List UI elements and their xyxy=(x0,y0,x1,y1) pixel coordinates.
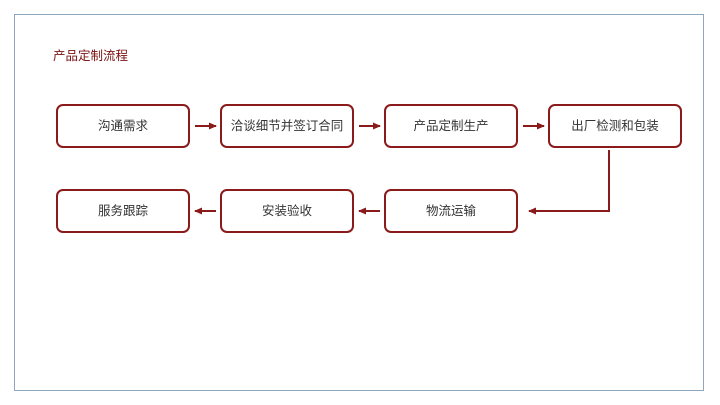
step-node-s5: 物流运输 xyxy=(384,189,518,233)
step-node-s3: 产品定制生产 xyxy=(384,104,518,148)
connectors xyxy=(194,122,610,215)
step-label: 出厂检测和包装 xyxy=(571,118,659,133)
step-label: 物流运输 xyxy=(426,203,477,218)
step-box xyxy=(56,189,190,233)
step-label: 产品定制生产 xyxy=(413,118,488,133)
step-node-s7: 服务跟踪 xyxy=(56,189,190,233)
step-node-s6: 安装验收 xyxy=(220,189,354,233)
page-title: 产品定制流程 xyxy=(53,48,129,63)
step-box xyxy=(384,189,518,233)
step-node-s1: 沟通需求 xyxy=(56,104,190,148)
step-box xyxy=(56,104,190,148)
step-label: 沟通需求 xyxy=(98,118,149,133)
step-box xyxy=(384,104,518,148)
step-label: 洽谈细节并签订合同 xyxy=(231,118,344,133)
step-node-s4: 出厂检测和包装 xyxy=(548,104,682,148)
step-label: 安装验收 xyxy=(262,203,313,218)
step-label: 服务跟踪 xyxy=(98,203,149,218)
step-box xyxy=(548,104,682,148)
step-node-s2: 洽谈细节并签订合同 xyxy=(220,104,354,148)
step-box xyxy=(220,104,354,148)
step-box xyxy=(220,189,354,233)
connector-s4-s5 xyxy=(528,150,610,215)
